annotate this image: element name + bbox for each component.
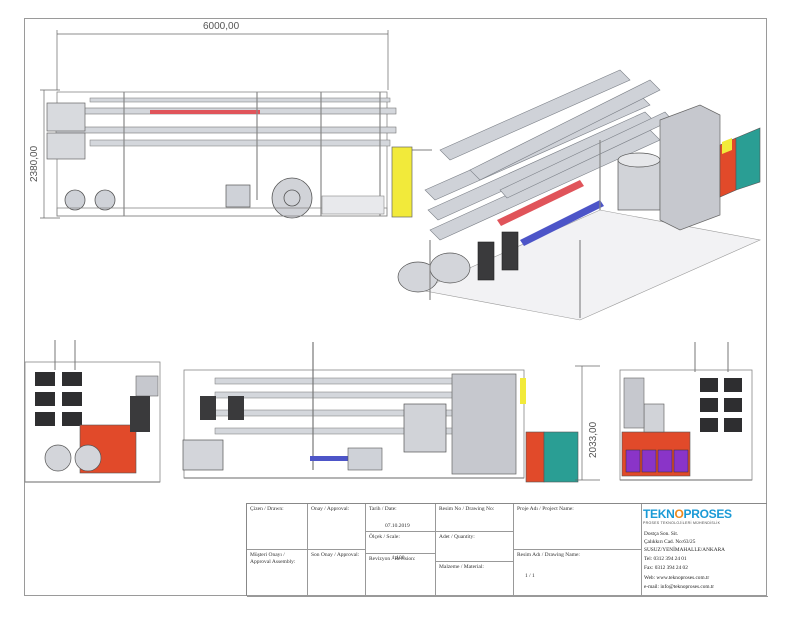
scale-value: 1:100	[392, 555, 405, 561]
left-side-view	[24, 340, 161, 483]
dim-side-height: 2033,00	[588, 421, 599, 458]
company-fax: Fax: 0312 394 24 02	[644, 565, 688, 571]
rear-view	[182, 342, 600, 483]
company-address-line2: Çalıkkırı Cad. No:63/25	[644, 539, 696, 545]
company-cell	[642, 504, 768, 597]
drawing-border	[24, 18, 767, 596]
dimension-overall-height	[40, 89, 60, 219]
company-address-line3: SUSUZ/YENİMAHALLE/ANKARA	[644, 547, 725, 553]
dimension-overall-length	[56, 30, 389, 90]
customer-approval-cell: Müşteri Onayı / Approval Assembly:	[247, 550, 308, 597]
material-cell: Malzeme / Material:	[436, 562, 514, 597]
project-name-cell: Proje Adı / Project Name:	[514, 504, 642, 550]
drawn-cell: Çizen / Drawn:	[247, 504, 308, 550]
drawing-no-cell: Resim No / Drawing No:	[436, 504, 514, 532]
scale-cell: Ölçek / Scale:	[366, 532, 436, 554]
front-view	[46, 91, 432, 219]
dim-overall-length: 6000,00	[203, 21, 240, 32]
isometric-view	[397, 69, 762, 321]
company-web: Web: www.teknoproses.com.tr	[644, 575, 710, 581]
approval-cell: Onay / Approval:	[308, 504, 366, 550]
company-phone: Tel: 0312 394 24 01	[644, 556, 687, 562]
final-approval-cell: Son Onay / Approval:	[308, 550, 366, 597]
date-cell: Tarih / Date:	[366, 504, 436, 532]
sheet-value: 1 / 1	[525, 573, 535, 579]
dim-overall-height: 2380,00	[29, 145, 40, 182]
company-logo: TEKNOPROSES	[643, 507, 732, 521]
right-side-view	[619, 342, 753, 481]
title-block: Çizen / Drawn: Onay / Approval: Tarih / …	[246, 503, 768, 597]
date-value: 07.10.2019	[385, 523, 410, 529]
drawing-name-cell: Resim Adı / Drawing Name:	[514, 550, 642, 597]
company-address-line1: Dostça Son. Sit.	[644, 531, 679, 537]
company-tagline: PROSES TEKNOLOJİLERİ MÜHENDİSLİK	[643, 521, 721, 525]
revision-cell: Revizyon / Revision:	[366, 554, 436, 597]
quantity-cell: Adet / Quantity:	[436, 532, 514, 562]
company-email: e-mail: info@teknoproses.com.tr	[644, 584, 715, 590]
